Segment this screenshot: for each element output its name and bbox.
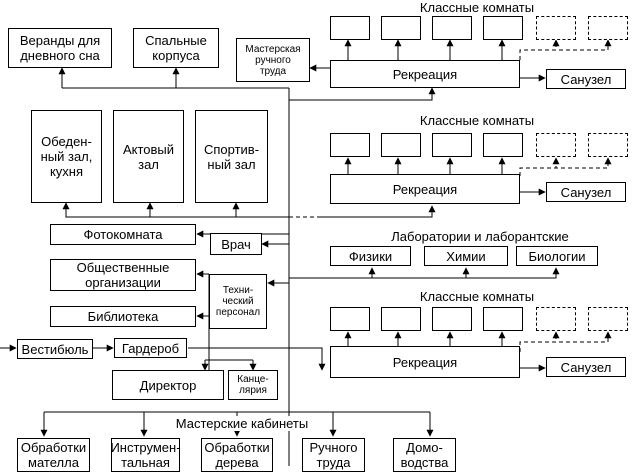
- classrooms-top-title: Классные комнаты: [410, 0, 544, 15]
- classroom-box: [432, 133, 472, 157]
- verandas-box: Веранды для дневного сна: [8, 28, 112, 68]
- tools-workshop-box: Инструмен- тальная: [110, 438, 181, 472]
- classroom-box: [432, 307, 472, 331]
- wc-box-1: Санузел: [546, 69, 626, 89]
- vestibule-box: Вестибюль: [17, 339, 93, 359]
- classroom-box-planned: [588, 133, 628, 157]
- classroom-box: [381, 307, 421, 331]
- classroom-box-planned: [536, 307, 576, 331]
- wc-box-3: Санузел: [546, 357, 626, 377]
- classroom-box-planned: [588, 307, 628, 331]
- labs-title: Лаборатории и лаборантские: [367, 229, 593, 244]
- housekeeping-workshop-box: Домо- водства: [393, 438, 456, 472]
- assembly-hall-box: Актовый зал: [113, 110, 184, 203]
- classroom-box: [330, 16, 370, 40]
- library-box: Библиотека: [50, 306, 196, 327]
- director-box: Директор: [112, 370, 224, 400]
- recreation-box-1: Рекреация: [330, 60, 520, 88]
- dorms-box: Спальные корпуса: [133, 28, 219, 68]
- office-box: Канце- лярия: [228, 370, 278, 400]
- craft-workshop-box: Мастерская ручного труда: [236, 38, 310, 82]
- tech-staff-box: Техни- ческий персонал: [209, 274, 267, 329]
- classroom-box: [483, 307, 523, 331]
- classroom-box: [432, 16, 472, 40]
- classrooms-mid-title: Классные комнаты: [410, 113, 544, 128]
- gym-box: Спортив- ный зал: [195, 110, 268, 203]
- handcraft-workshop-box: Ручного труда: [302, 438, 365, 472]
- recreation-box-2: Рекреация: [330, 174, 520, 204]
- doctor-box: Врач: [210, 233, 262, 255]
- woodwork-workshop-box: Обработки дерева: [201, 438, 273, 472]
- metalwork-workshop-box: Обработки мателла: [17, 438, 90, 472]
- classroom-box: [330, 307, 370, 331]
- recreation-box-3: Рекреация: [330, 346, 520, 378]
- physics-lab-box: Физики: [330, 246, 411, 266]
- classroom-box: [330, 133, 370, 157]
- classroom-box: [381, 16, 421, 40]
- classroom-box: [381, 133, 421, 157]
- public-orgs-box: Общественные организации: [50, 259, 196, 291]
- chemistry-lab-box: Химии: [424, 246, 508, 266]
- cloakroom-box: Гардероб: [114, 338, 187, 358]
- classroom-box-planned: [536, 133, 576, 157]
- classroom-box: [483, 16, 523, 40]
- wc-box-2: Санузел: [546, 182, 626, 202]
- classroom-box: [483, 133, 523, 157]
- photo-room-box: Фотокомната: [50, 224, 196, 245]
- dining-box: Обеден- ный зал, кухня: [31, 110, 102, 203]
- biology-lab-box: Биологии: [516, 246, 598, 266]
- classrooms-bottom-title: Классные комнаты: [410, 289, 544, 304]
- classroom-box-planned: [588, 16, 628, 40]
- classroom-box-planned: [536, 16, 576, 40]
- workshops-title: Мастерские кабинеты: [168, 416, 316, 431]
